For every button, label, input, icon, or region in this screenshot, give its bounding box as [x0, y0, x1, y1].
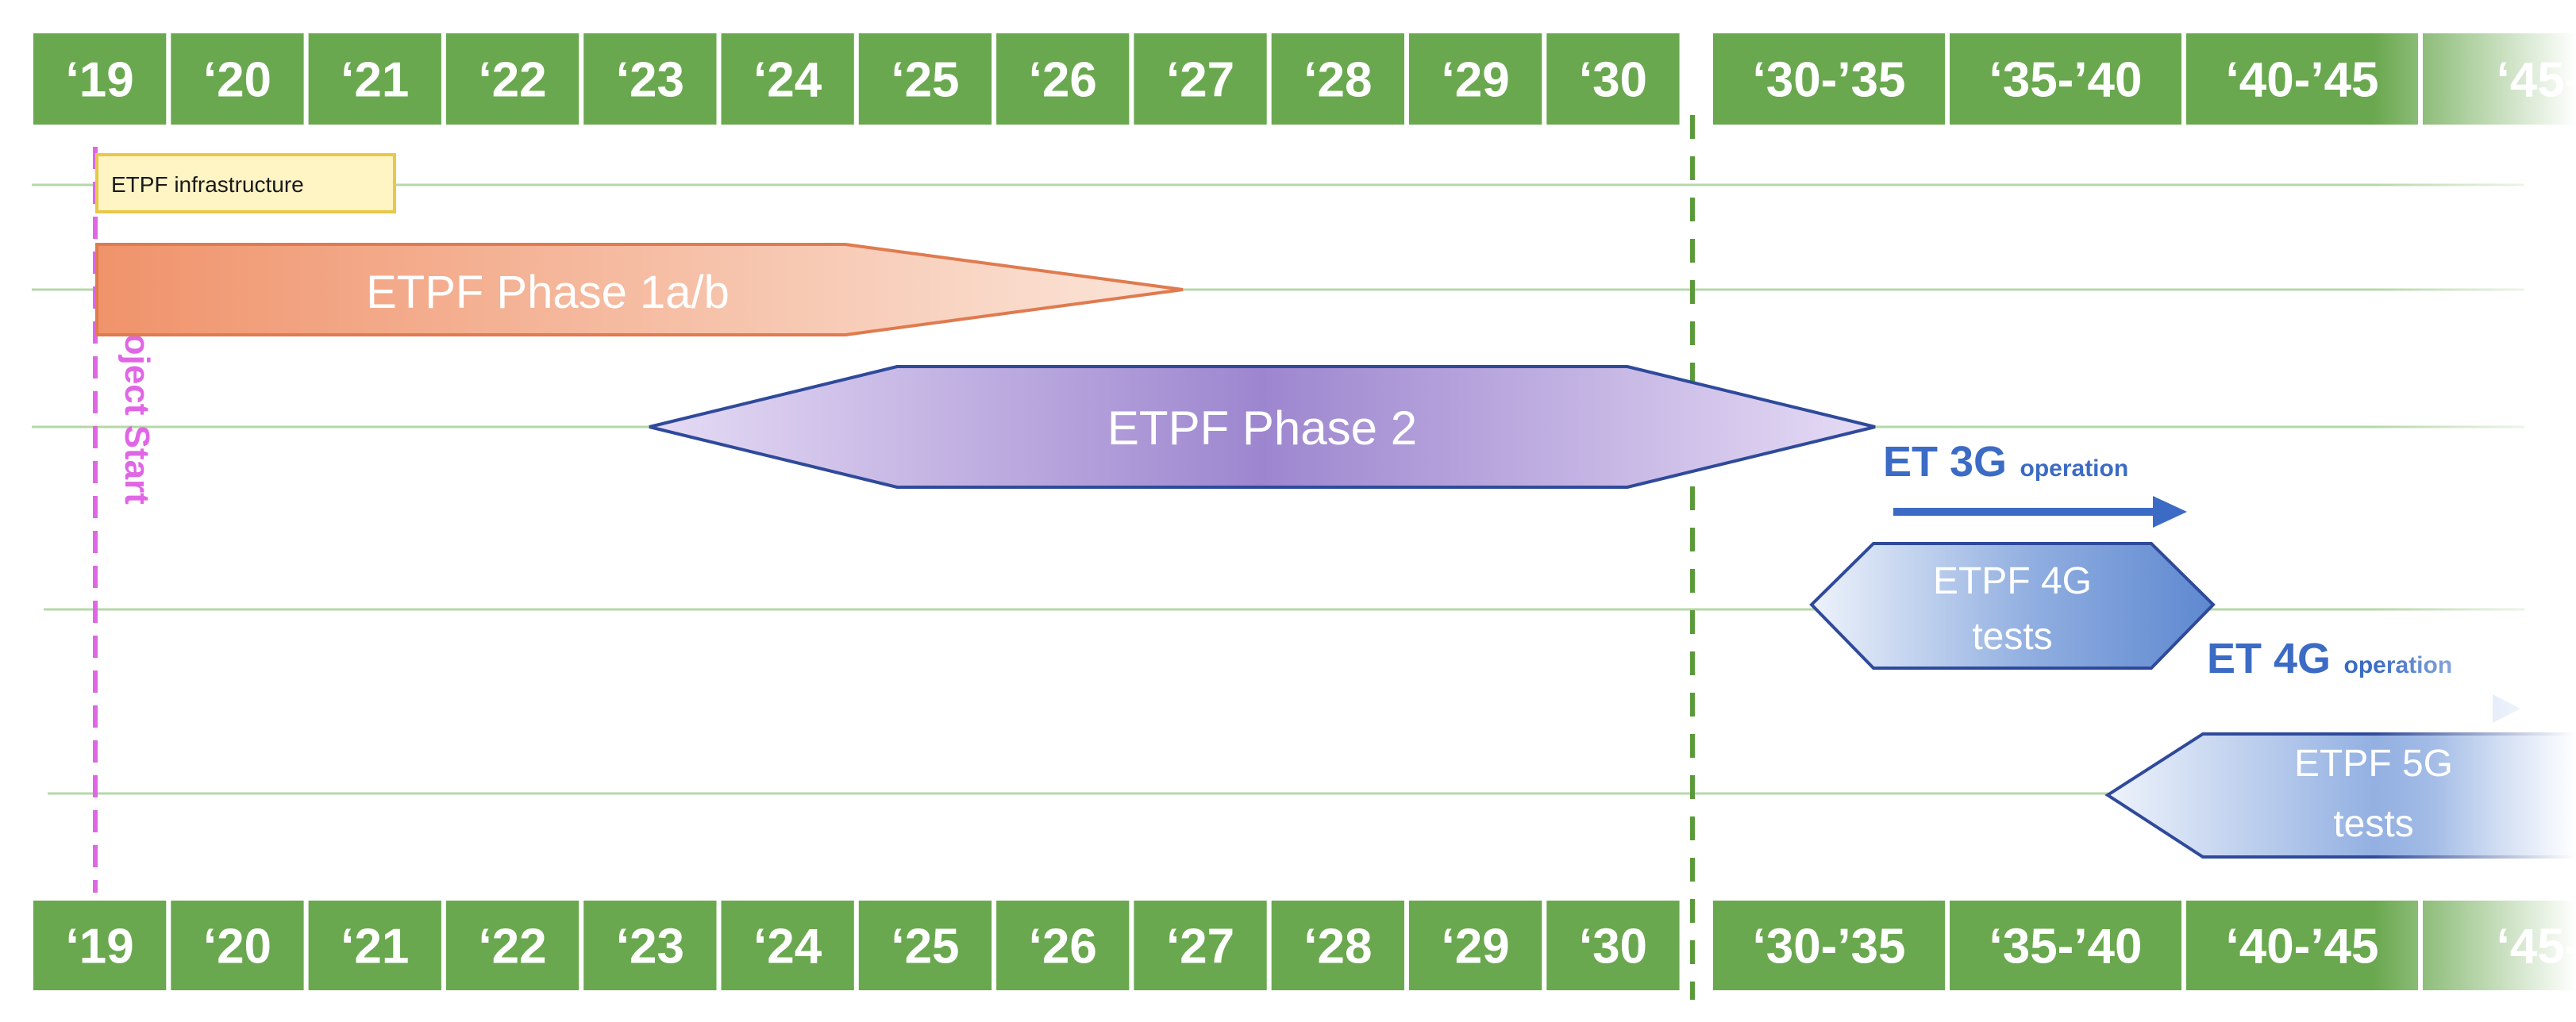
svg-text:ET 3G operation: ET 3G operation [1883, 438, 2128, 486]
et3g-operation: ET 3G operation [1883, 438, 2187, 528]
infrastructure-box: ETPF infrastructure [95, 153, 396, 213]
top-year-label: ‘20 [203, 53, 271, 108]
phase1-bar: ETPF Phase 1a/b [95, 243, 1184, 336]
top-year-cell [445, 33, 580, 125]
top-year-label: ‘21 [341, 53, 409, 108]
bottom-year-label: ‘26 [1029, 920, 1097, 974]
top-year-label: ‘25 [891, 53, 959, 108]
top-year-cell [858, 33, 992, 125]
top-year-cell [33, 33, 167, 125]
bottom-period-label: ‘30-’35 [1752, 920, 1905, 974]
bottom-year-label: ‘30 [1579, 920, 1647, 974]
top-year-label: ‘28 [1303, 53, 1372, 108]
bottom-period-label: ‘35-’40 [1989, 920, 2142, 974]
top-year-label: ‘27 [1166, 53, 1234, 108]
top-year-label: ‘22 [478, 53, 546, 108]
bottom-year-label: ‘29 [1442, 920, 1510, 974]
phase2-bar: ETPF Phase 2 [649, 365, 1876, 489]
bottom-year-cell [721, 901, 854, 990]
top-year-cell [1134, 33, 1267, 125]
top-year-label: ‘30 [1579, 53, 1647, 108]
bottom-year-cell [996, 901, 1130, 990]
bottom-year-label: ‘19 [66, 920, 134, 974]
bottom-year-cell [1271, 901, 1404, 990]
top-year-label: ‘19 [66, 53, 134, 108]
top-period-label: ‘35-’40 [1989, 53, 2142, 108]
bottom-year-cell [445, 901, 580, 990]
top-year-cell [583, 33, 717, 125]
top-period-cell [1950, 33, 2181, 125]
top-year-cell [308, 33, 441, 125]
et4g-main-label: ET 4G [2207, 635, 2331, 682]
bottom-year-label: ‘28 [1303, 920, 1372, 974]
top-period-label: ‘40-’45 [2225, 53, 2378, 108]
bottom-year-cell [308, 901, 441, 990]
bottom-year-label: ‘20 [203, 920, 271, 974]
bottom-year-label: ‘23 [616, 920, 684, 974]
bottom-year-cell [1134, 901, 1267, 990]
top-period-label: ‘30-’35 [1752, 53, 1905, 108]
top-year-cell [721, 33, 854, 125]
top-year-cell [171, 33, 304, 125]
bottom-year-label: ‘27 [1166, 920, 1234, 974]
top-year-cell [1409, 33, 1542, 125]
top-year-label: ‘24 [753, 53, 822, 108]
tests4g-line1: ETPF 4G [1933, 560, 2092, 602]
et3g-arrowhead [2153, 496, 2187, 528]
top-year-cell [996, 33, 1130, 125]
bottom-period-label: ‘40-’45 [2225, 920, 2378, 974]
et3g-main-label: ET 3G [1883, 438, 2007, 486]
right-edge-fade [2374, 0, 2576, 1022]
bottom-year-cell [583, 901, 717, 990]
top-year-label: ‘26 [1029, 53, 1097, 108]
bottom-year-label: ‘25 [891, 920, 959, 974]
bottom-year-cell [1546, 901, 1680, 990]
bottom-year-label: ‘22 [478, 920, 546, 974]
phase1-label: ETPF Phase 1a/b [366, 267, 730, 318]
bottom-year-cell [858, 901, 992, 990]
bottom-year-label: ‘21 [341, 920, 409, 974]
bottom-period-cell [1950, 901, 2181, 990]
phase2-label: ETPF Phase 2 [1107, 402, 1417, 455]
bottom-year-header: ‘19 ‘20 ‘21 ‘22 ‘23 ‘24 ‘25 ‘26 ‘27 ‘28 ‘29 ‘30 ‘30-… [33, 901, 2576, 990]
top-year-label: ‘23 [616, 53, 684, 108]
top-year-cell [1271, 33, 1404, 125]
tests4g-bar: ETPF 4G tests [1809, 542, 2216, 670]
top-year-cell [1546, 33, 1680, 125]
bottom-year-cell [1409, 901, 1542, 990]
bottom-year-cell [33, 901, 167, 990]
bottom-year-cell [171, 901, 304, 990]
tests4g-line2: tests [1972, 616, 2052, 658]
top-year-header: ‘19 ‘20 ‘21 ‘22 ‘23 ‘24 ‘25 ‘26 ‘27 ‘28 ‘29 ‘30 ‘30-… [33, 33, 2576, 125]
top-year-label: ‘29 [1442, 53, 1510, 108]
et3g-sub-label: operation [2020, 455, 2129, 482]
bottom-year-label: ‘24 [753, 920, 822, 974]
infrastructure-label: ETPF infrastructure [111, 172, 304, 197]
top-period-cell [1713, 33, 1945, 125]
bottom-period-cell [1713, 901, 1945, 990]
